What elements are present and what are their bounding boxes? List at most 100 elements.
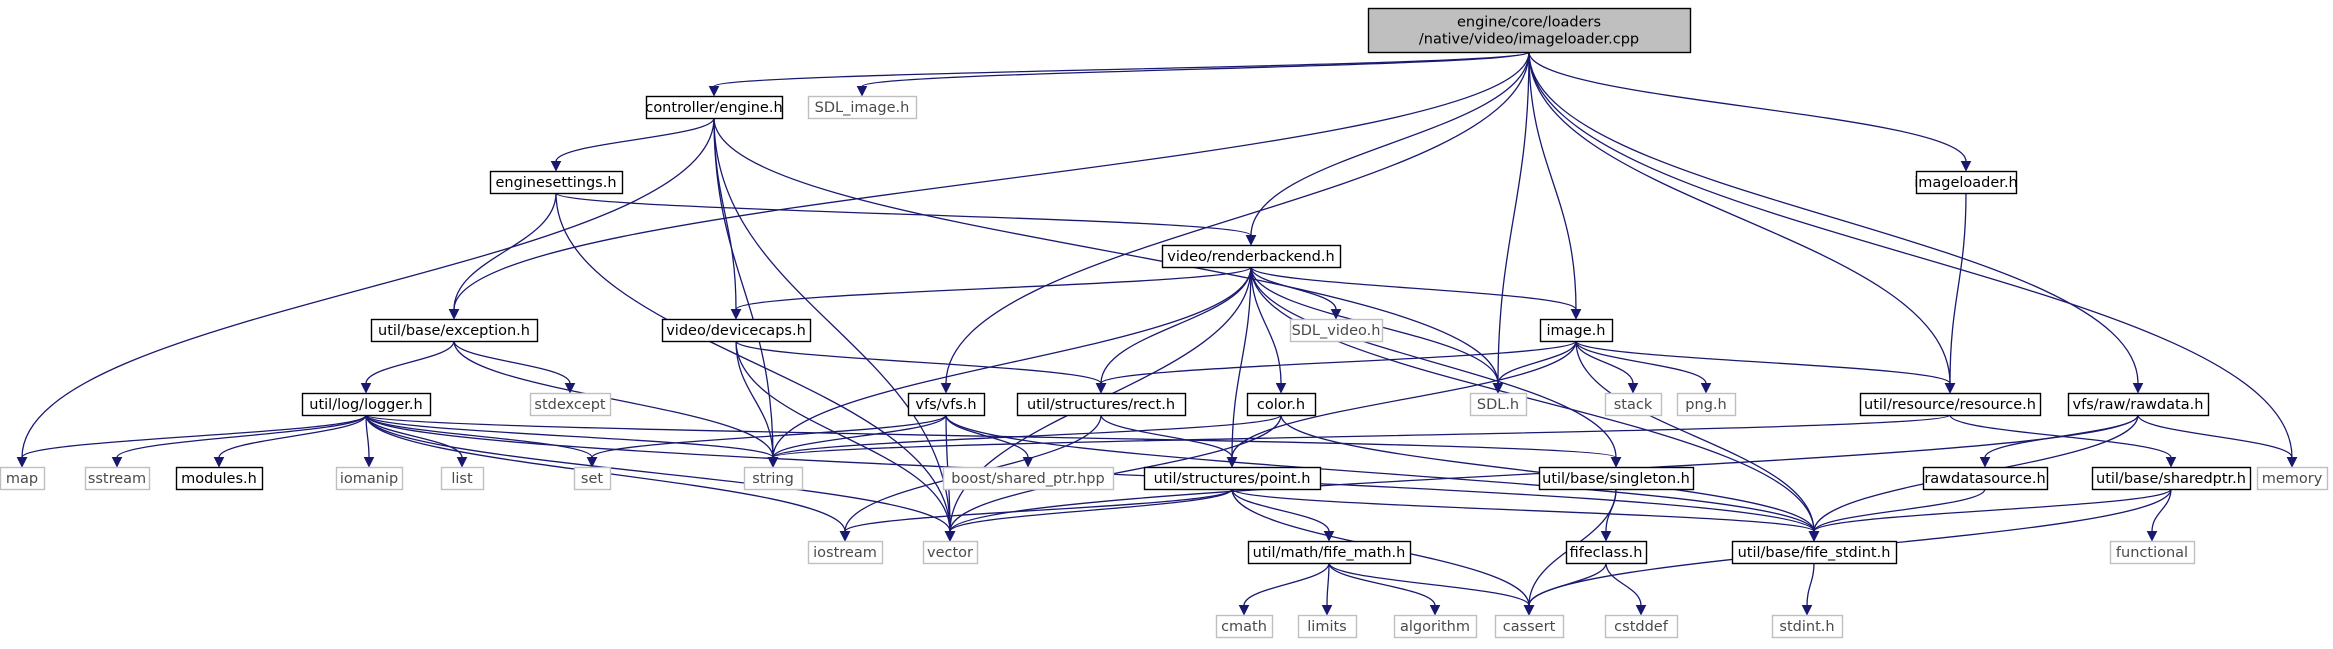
node-label: enginesettings.h — [495, 175, 616, 191]
node-box — [1539, 318, 1614, 343]
node-iomanip: iomanip — [335, 466, 404, 491]
edge-image-to-resource — [1575, 340, 1956, 394]
arrowhead-icon — [1429, 605, 1441, 616]
edge-renderbackend-to-rect — [1095, 266, 1252, 394]
node-box — [1676, 392, 1737, 417]
edge-line — [735, 340, 951, 532]
edge-devicecaps-to-rect — [735, 340, 1107, 394]
node-root[interactable]: engine/core/loaders/native/video/imagelo… — [1367, 7, 1692, 54]
node-box — [661, 318, 812, 343]
edge-point-to-fifemath — [1231, 488, 1335, 542]
edge-line — [1250, 266, 1282, 384]
node-label: stack — [1614, 397, 1653, 413]
edge-root-to-imageloader — [1528, 51, 1972, 172]
edge-line — [1328, 562, 1530, 606]
node-fifemath[interactable]: util/math/fife_math.h — [1247, 540, 1412, 565]
node-label: vfs/raw/rawdata.h — [2073, 397, 2204, 413]
node-rawdatasource[interactable]: rawdatasource.h — [1922, 466, 2049, 491]
edge-line — [713, 117, 774, 458]
node-box — [1731, 540, 1898, 565]
node-imageloader[interactable]: imageloader.h — [1914, 170, 2018, 195]
arrowhead-icon — [1960, 161, 1972, 172]
edge-line — [1497, 51, 1530, 384]
edge-image-to-sdl — [1492, 340, 1577, 394]
edge-singleton-to-fifeclass — [1600, 488, 1617, 542]
node-box — [922, 540, 979, 565]
node-image[interactable]: image.h — [1539, 318, 1614, 343]
node-label: string — [752, 471, 794, 487]
node-box — [942, 466, 1115, 491]
node-box — [84, 466, 151, 491]
node-singleton[interactable]: util/base/singleton.h — [1538, 466, 1695, 491]
arrowhead-icon — [1600, 531, 1612, 542]
edge-image-to-rect — [1095, 340, 1577, 394]
edge-point-to-iostream — [839, 488, 1233, 542]
arrowhead-icon — [730, 309, 742, 320]
node-label: map — [6, 471, 38, 487]
edge-root-to-vfs — [940, 51, 1530, 394]
node-sdl: SDL.h — [1469, 392, 1528, 417]
node-color[interactable]: color.h — [1246, 392, 1317, 417]
arrowhead-icon — [213, 457, 225, 468]
arrowhead-icon — [2286, 457, 2298, 468]
edge-line — [1528, 51, 2139, 384]
arrowhead-icon — [1610, 457, 1622, 468]
edge-image-to-stack — [1575, 340, 1639, 394]
node-devicecaps[interactable]: video/devicecaps.h — [661, 318, 812, 343]
edge-line — [1231, 488, 1330, 532]
node-fifeclass[interactable]: fifeclass.h — [1565, 540, 1648, 565]
edge-line — [555, 192, 1252, 237]
node-box — [440, 466, 485, 491]
node-renderbackend[interactable]: video/renderbackend.h — [1161, 244, 1342, 269]
node-label: fifeclass.h — [1570, 545, 1643, 561]
edge-devicecaps-to-string — [735, 340, 779, 468]
node-box — [907, 392, 986, 417]
node-rawdata[interactable]: vfs/raw/rawdata.h — [2067, 392, 2210, 417]
node-fifestdint[interactable]: util/base/fife_stdint.h — [1731, 540, 1898, 565]
edge-line — [861, 51, 1530, 88]
node-rect[interactable]: util/structures/rect.h — [1016, 392, 1187, 417]
node-stdint: stdint.h — [1771, 614, 1844, 639]
node-label: list — [451, 471, 473, 487]
node-memory: memory — [2256, 466, 2329, 491]
edge-fifemath-to-cmath — [1238, 562, 1330, 616]
node-label: png.h — [1685, 397, 1726, 413]
node-exception[interactable]: util/base/exception.h — [370, 318, 539, 343]
node-enginesettings[interactable]: enginesettings.h — [489, 170, 624, 195]
node-box — [1538, 466, 1695, 491]
edge-renderbackend-to-color — [1250, 266, 1287, 394]
node-stack: stack — [1604, 392, 1663, 417]
node-sstream: sstream — [84, 466, 151, 491]
edge-line — [21, 414, 367, 459]
node-label: modules.h — [181, 471, 257, 487]
arrowhead-icon — [1570, 309, 1582, 320]
node-label: cmath — [1221, 619, 1267, 635]
node-logger[interactable]: util/log/logger.h — [301, 392, 432, 417]
edge-layer — [16, 51, 2298, 616]
node-modules[interactable]: modules.h — [175, 466, 264, 491]
node-label: util/log/logger.h — [309, 397, 422, 413]
node-sharedptr[interactable]: util/base/sharedptr.h — [2091, 466, 2252, 491]
edge-line — [453, 340, 571, 384]
node-engine[interactable]: controller/engine.h — [645, 95, 784, 120]
node-point[interactable]: util/structures/point.h — [1143, 466, 1322, 491]
node-box — [370, 318, 539, 343]
edge-line — [713, 51, 1530, 88]
node-vfs[interactable]: vfs/vfs.h — [907, 392, 986, 417]
edge-line — [218, 414, 367, 458]
edge-engine-to-string — [713, 117, 779, 468]
edge-logger-to-singleton — [365, 414, 1622, 468]
node-box — [1143, 466, 1322, 491]
edge-line — [1497, 340, 1577, 384]
edge-line — [772, 414, 1951, 459]
edge-line — [1231, 266, 1252, 458]
node-box — [1604, 614, 1679, 639]
arrowhead-icon — [1700, 383, 1712, 394]
edge-line — [945, 414, 1815, 532]
arrowhead-icon — [1523, 605, 1535, 616]
edge-line — [1250, 51, 1530, 236]
arrowhead-icon — [1275, 383, 1287, 394]
node-resource[interactable]: util/resource/resource.h — [1859, 392, 2042, 417]
node-label: video/renderbackend.h — [1167, 249, 1334, 265]
